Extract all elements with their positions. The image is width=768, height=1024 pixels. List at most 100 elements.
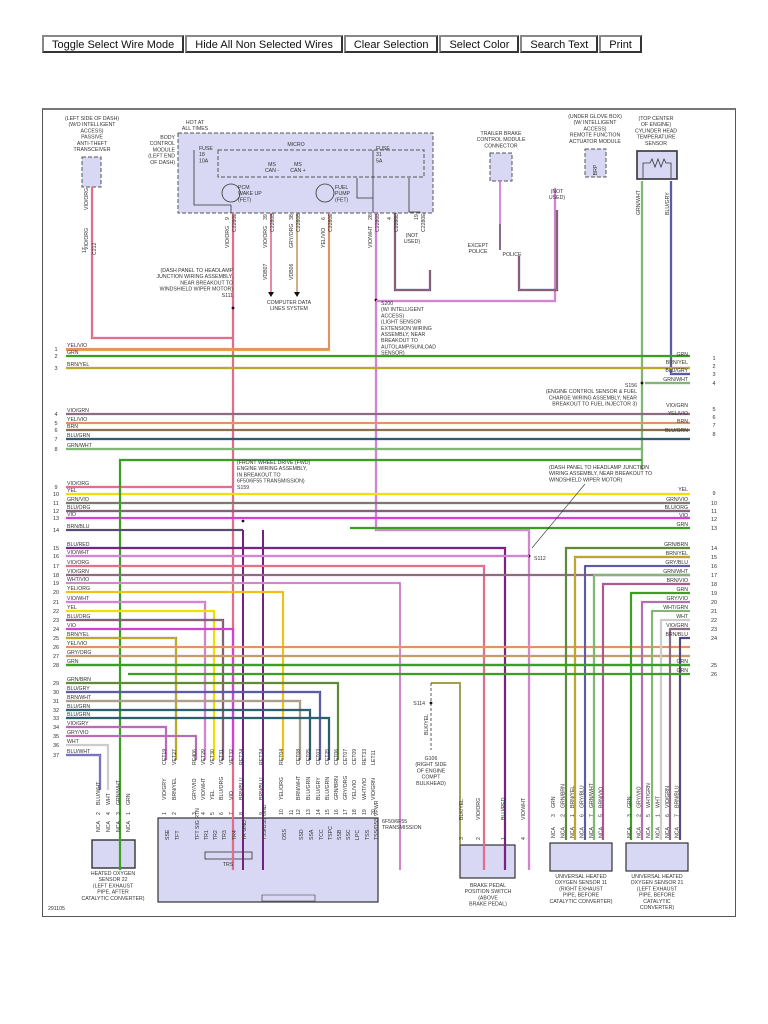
wire-stripe[interactable] [565,547,690,840]
right-row-15[interactable] [573,555,690,840]
bcm-blu-org-wire[interactable] [393,213,432,292]
wire-stripe[interactable] [641,601,690,840]
wire-base[interactable] [66,590,285,760]
harness-row-25[interactable] [66,636,178,760]
trans-wire-label: BLU/GRY [316,777,322,800]
wire-stripe[interactable] [91,187,233,339]
wire-stripe[interactable] [651,610,690,840]
wire-stripe[interactable] [66,582,401,870]
wire-stripe[interactable] [66,637,177,760]
right-row-24[interactable] [678,636,690,840]
wire-base[interactable] [629,591,690,840]
trans-wire-label: GRY/ORG [343,776,349,800]
toggle-select-wire-mode-button[interactable]: Toggle Select Wire Mode [42,35,185,53]
wire-stripe[interactable] [66,601,206,760]
right-row-22[interactable] [659,618,690,840]
bpp-blk-yel-wire[interactable] [431,682,461,845]
right-row-21[interactable] [650,609,690,840]
pats-wire[interactable] [90,187,233,340]
harness-row-20[interactable] [66,590,285,760]
thermistor-icon [642,157,672,178]
harness-row-35[interactable] [66,734,198,760]
wire-stripe[interactable] [431,682,461,845]
wire-base[interactable] [517,210,559,292]
harness-row-24[interactable] [66,627,235,760]
wire-stripe[interactable] [584,565,690,840]
harness-row-21[interactable] [66,600,207,760]
wire-stripe[interactable] [66,547,506,870]
police-blu-org-wire[interactable] [517,210,559,292]
wire-stripe[interactable] [66,700,301,760]
connector-id: C2280E [232,213,238,232]
clear-selection-button[interactable]: Clear Selection [343,35,439,53]
wire-stripe[interactable] [66,682,339,760]
wire-stripe[interactable] [66,691,321,760]
wire-stripe[interactable] [670,181,690,375]
row-number-left: 6 [54,428,57,434]
wire-stripe[interactable] [574,556,690,840]
harness-row-31[interactable] [66,699,302,760]
arrow-icons [268,292,300,297]
wire-stripe[interactable] [593,574,690,840]
wire-label-left: BRN/BLU [67,524,90,530]
wire-stripe[interactable] [66,735,197,760]
harness-row-34[interactable] [66,725,168,760]
right-row-19[interactable] [629,591,690,840]
right-row-14[interactable] [564,546,690,840]
wire-base[interactable] [66,681,340,760]
grn-trunk[interactable] [118,458,642,870]
wire-stripe[interactable] [669,628,690,840]
trans-pin-name: TR GND [242,820,248,840]
right-row-20[interactable] [640,600,690,840]
harness-row-15[interactable] [66,546,507,870]
wire-base[interactable] [66,753,102,790]
hide-all-non-selected-wires-button[interactable]: Hide All Non Selected Wires [185,35,343,53]
wire-stripe[interactable] [66,726,167,760]
harness-row-37[interactable] [66,753,102,790]
print-button[interactable]: Print [599,35,642,53]
wire-stripe[interactable] [602,583,690,840]
wire-stripe[interactable] [394,213,431,291]
toolbar: Toggle Select Wire Mode Hide All Non Sel… [42,35,643,53]
wire-stripe[interactable] [66,709,311,760]
harness-row-17[interactable] [66,564,486,870]
wire-stripe[interactable] [376,188,556,302]
harness-row-19[interactable] [66,581,402,870]
right-row-17[interactable] [592,573,690,840]
wire-label-right: BRN/YEL [666,360,688,366]
top-wire-label: VIO/ORG [263,226,269,248]
wire-base[interactable] [659,618,690,840]
universal-ho2s-11 [549,842,613,872]
wire-base[interactable] [669,181,690,376]
wire-stripe[interactable] [66,591,284,760]
wire-stripe[interactable] [66,565,485,870]
chts-blu-gry-wire[interactable] [669,181,690,376]
trans-wire-label: VIO/GRY [162,778,168,800]
rfa-vio-wht-wire[interactable] [376,188,557,303]
wire-stripe[interactable] [375,213,530,870]
harness-row-32[interactable] [66,708,312,760]
wire-stripe[interactable] [679,637,690,840]
search-text-button[interactable]: Search Text [520,35,599,53]
wire-base[interactable] [118,458,642,870]
wire-stripe[interactable] [66,754,101,790]
harness-row-33[interactable] [66,716,331,760]
wire-stripe[interactable] [518,210,558,291]
row-number-left: 9 [54,485,57,491]
right-row-23[interactable] [668,627,690,840]
harness-row-23[interactable] [66,618,225,760]
right-row-18[interactable] [601,582,690,840]
right-row-16[interactable] [583,564,690,840]
wire-stripe[interactable] [66,717,330,760]
harness-row-30[interactable] [66,690,322,760]
ho2s22-pin: 2 [96,812,102,815]
harness-row-36[interactable] [66,743,110,790]
wire-base[interactable] [66,743,110,790]
wire-stripe[interactable] [66,619,224,760]
harness-row-29[interactable] [66,681,340,760]
trans-pin: 14 [316,809,322,815]
vio-wht-s200-wire[interactable] [374,213,531,870]
wire-base[interactable] [66,627,235,760]
select-color-button[interactable]: Select Color [439,35,520,53]
fuse-31-label: FUSE [376,146,390,152]
